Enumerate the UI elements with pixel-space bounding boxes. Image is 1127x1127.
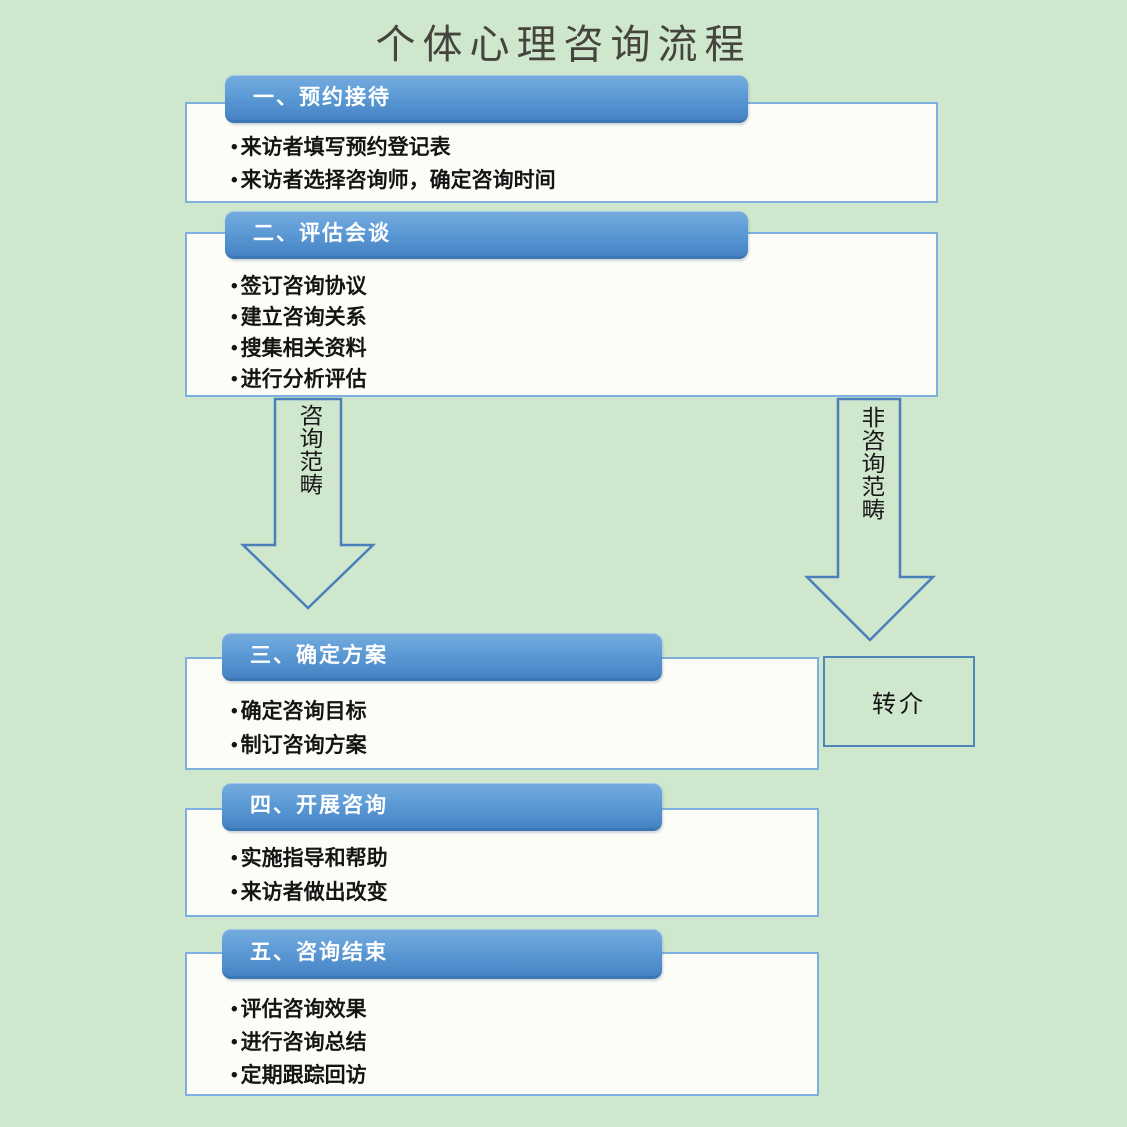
diagram-title: 个体心理咨询流程 bbox=[375, 22, 752, 68]
bullet-item: 签订咨询协议 bbox=[231, 272, 936, 303]
bullet-item: 进行咨询总结 bbox=[231, 1027, 817, 1060]
section-determine-plan-header: 三、确定方案 bbox=[222, 633, 662, 681]
section-assessment-interview-body: 签订咨询协议 建立咨询关系 搜集相关资料 进行分析评估 bbox=[185, 232, 938, 397]
bullet-item: 来访者选择咨询师，确定咨询时间 bbox=[231, 165, 936, 198]
bullet-item: 定期跟踪回访 bbox=[231, 1060, 817, 1093]
bullet-item: 评估咨询效果 bbox=[231, 994, 817, 1027]
section-assessment-interview-header: 二、评估会谈 bbox=[225, 211, 748, 259]
bullet-item: 进行分析评估 bbox=[231, 365, 936, 396]
section-counseling-end-header: 五、咨询结束 bbox=[222, 929, 662, 979]
referral-box: 转介 bbox=[823, 656, 975, 747]
referral-label: 转介 bbox=[872, 691, 926, 718]
section-appointment-reception-header: 一、预约接待 bbox=[225, 75, 748, 123]
bullet-item: 制订咨询方案 bbox=[231, 729, 817, 763]
bullet-item: 实施指导和帮助 bbox=[231, 842, 817, 876]
arrow-label-counseling-scope: 咨询范畴 bbox=[295, 404, 322, 496]
bullet-list: 评估咨询效果 进行咨询总结 定期跟踪回访 bbox=[187, 954, 817, 1093]
bullet-list: 实施指导和帮助 来访者做出改变 bbox=[187, 810, 817, 910]
section-conduct-counseling-header: 四、开展咨询 bbox=[222, 783, 662, 831]
bullet-list: 确定咨询目标 制订咨询方案 bbox=[187, 659, 817, 763]
bullet-list: 来访者填写预约登记表 来访者选择咨询师，确定咨询时间 bbox=[187, 104, 936, 198]
arrow-label-non-counseling-scope: 非咨询范畴 bbox=[857, 406, 884, 521]
bullet-item: 搜集相关资料 bbox=[231, 334, 936, 365]
bullet-item: 来访者填写预约登记表 bbox=[231, 132, 936, 165]
bullet-item: 确定咨询目标 bbox=[231, 695, 817, 729]
bullet-item: 来访者做出改变 bbox=[231, 876, 817, 910]
bullet-list: 签订咨询协议 建立咨询关系 搜集相关资料 进行分析评估 bbox=[187, 234, 936, 396]
bullet-item: 建立咨询关系 bbox=[231, 303, 936, 334]
